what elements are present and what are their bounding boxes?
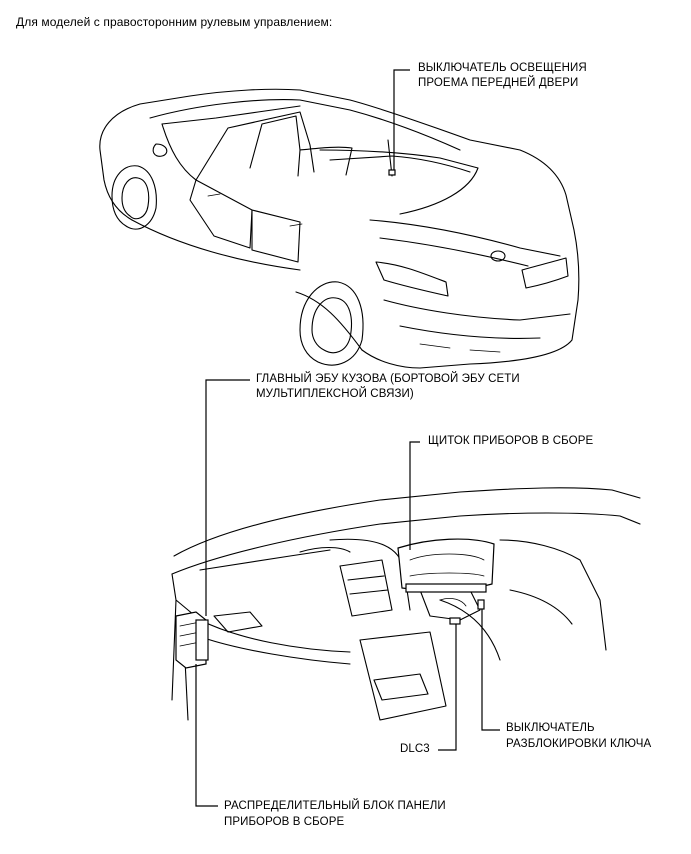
junction-block-leader <box>195 664 218 807</box>
body-ecu-leader <box>205 379 250 616</box>
dlc3-connector <box>449 617 461 625</box>
junction-block <box>175 611 209 669</box>
cluster-leader <box>409 441 420 550</box>
unlock-switch-label-line1: ВЫКЛЮЧАТЕЛЬ <box>506 722 595 734</box>
instrument-cluster <box>397 538 495 593</box>
dlc3-label: DLC3 <box>400 743 430 755</box>
body-ecu-label-line2: МУЛЬТИПЛЕКСНОЙ СВЯЗИ) <box>256 388 414 400</box>
dlc3-leader <box>438 624 457 751</box>
body-ecu-label-line1: ГЛАВНЫЙ ЭБУ КУЗОВА (БОРТОВОЙ ЭБУ СЕТИ <box>256 373 520 385</box>
door-switch-label-line1: ВЫКЛЮЧАТЕЛЬ ОСВЕЩЕНИЯ <box>418 62 587 74</box>
page-heading: Для моделей с правосторонним рулевым упр… <box>16 15 333 29</box>
unlock-switch-label-line2: РАЗБЛОКИРОВКИ КЛЮЧА <box>506 738 652 750</box>
junction-block-label-line1: РАСПРЕДЕЛИТЕЛЬНЫЙ БЛОК ПАНЕЛИ <box>224 800 446 812</box>
key-unlock-switch <box>477 599 485 610</box>
unlock-switch-leader <box>481 609 500 731</box>
door-switch-leader <box>393 69 410 170</box>
door-switch-label-line2: ПРОЕМА ПЕРЕДНЕЙ ДВЕРИ <box>418 77 579 89</box>
dashboard-illustration <box>171 487 641 721</box>
cluster-label: ЩИТОК ПРИБОРОВ В СБОРЕ <box>428 435 594 447</box>
car-illustration <box>99 88 580 369</box>
door-courtesy-switch <box>388 169 396 176</box>
junction-block-label-line2: ПРИБОРОВ В СБОРЕ <box>224 816 345 828</box>
